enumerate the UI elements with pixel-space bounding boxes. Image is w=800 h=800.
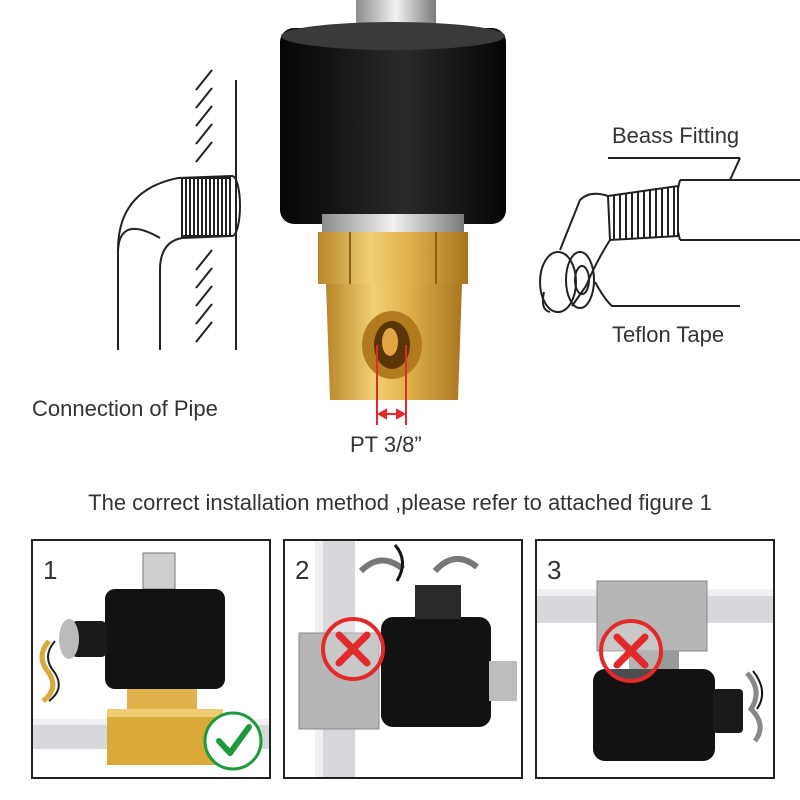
- valve-coil: [381, 617, 491, 727]
- panel-number: 2: [295, 555, 310, 585]
- valve-hex-nut: [318, 232, 468, 284]
- valve-steel-body: [298, 632, 380, 730]
- valve-coil: [593, 669, 715, 761]
- valve-coil: [105, 589, 225, 689]
- panel-number: 1: [43, 555, 58, 585]
- cross-icon: [335, 631, 371, 667]
- solenoid-valve-photo: [280, 0, 506, 400]
- valve-brass-body: [107, 709, 223, 765]
- valve-coil: [280, 28, 506, 224]
- pipe-elbow-sketch: [117, 69, 241, 350]
- connection-of-pipe-label: Connection of Pipe: [32, 396, 218, 421]
- brass-fitting-label: Beass Fitting: [612, 123, 740, 148]
- panel-number: 3: [547, 555, 562, 585]
- cross-icon: [613, 633, 649, 669]
- installation-panel-1: 1: [31, 539, 271, 779]
- top-diagram: [117, 0, 800, 425]
- check-badge: [203, 711, 263, 771]
- pt-size-dimension: [376, 345, 407, 425]
- fitting-teflon-sketch: [539, 157, 800, 313]
- teflon-tape-label: Teflon Tape: [612, 322, 725, 347]
- installation-instruction: The correct installation method ,please …: [88, 490, 712, 515]
- installation-panel-2: 2: [283, 539, 523, 779]
- check-icon: [216, 724, 252, 756]
- pt-size-label: PT 3/8”: [350, 432, 422, 457]
- installation-panel-3: 3: [535, 539, 775, 779]
